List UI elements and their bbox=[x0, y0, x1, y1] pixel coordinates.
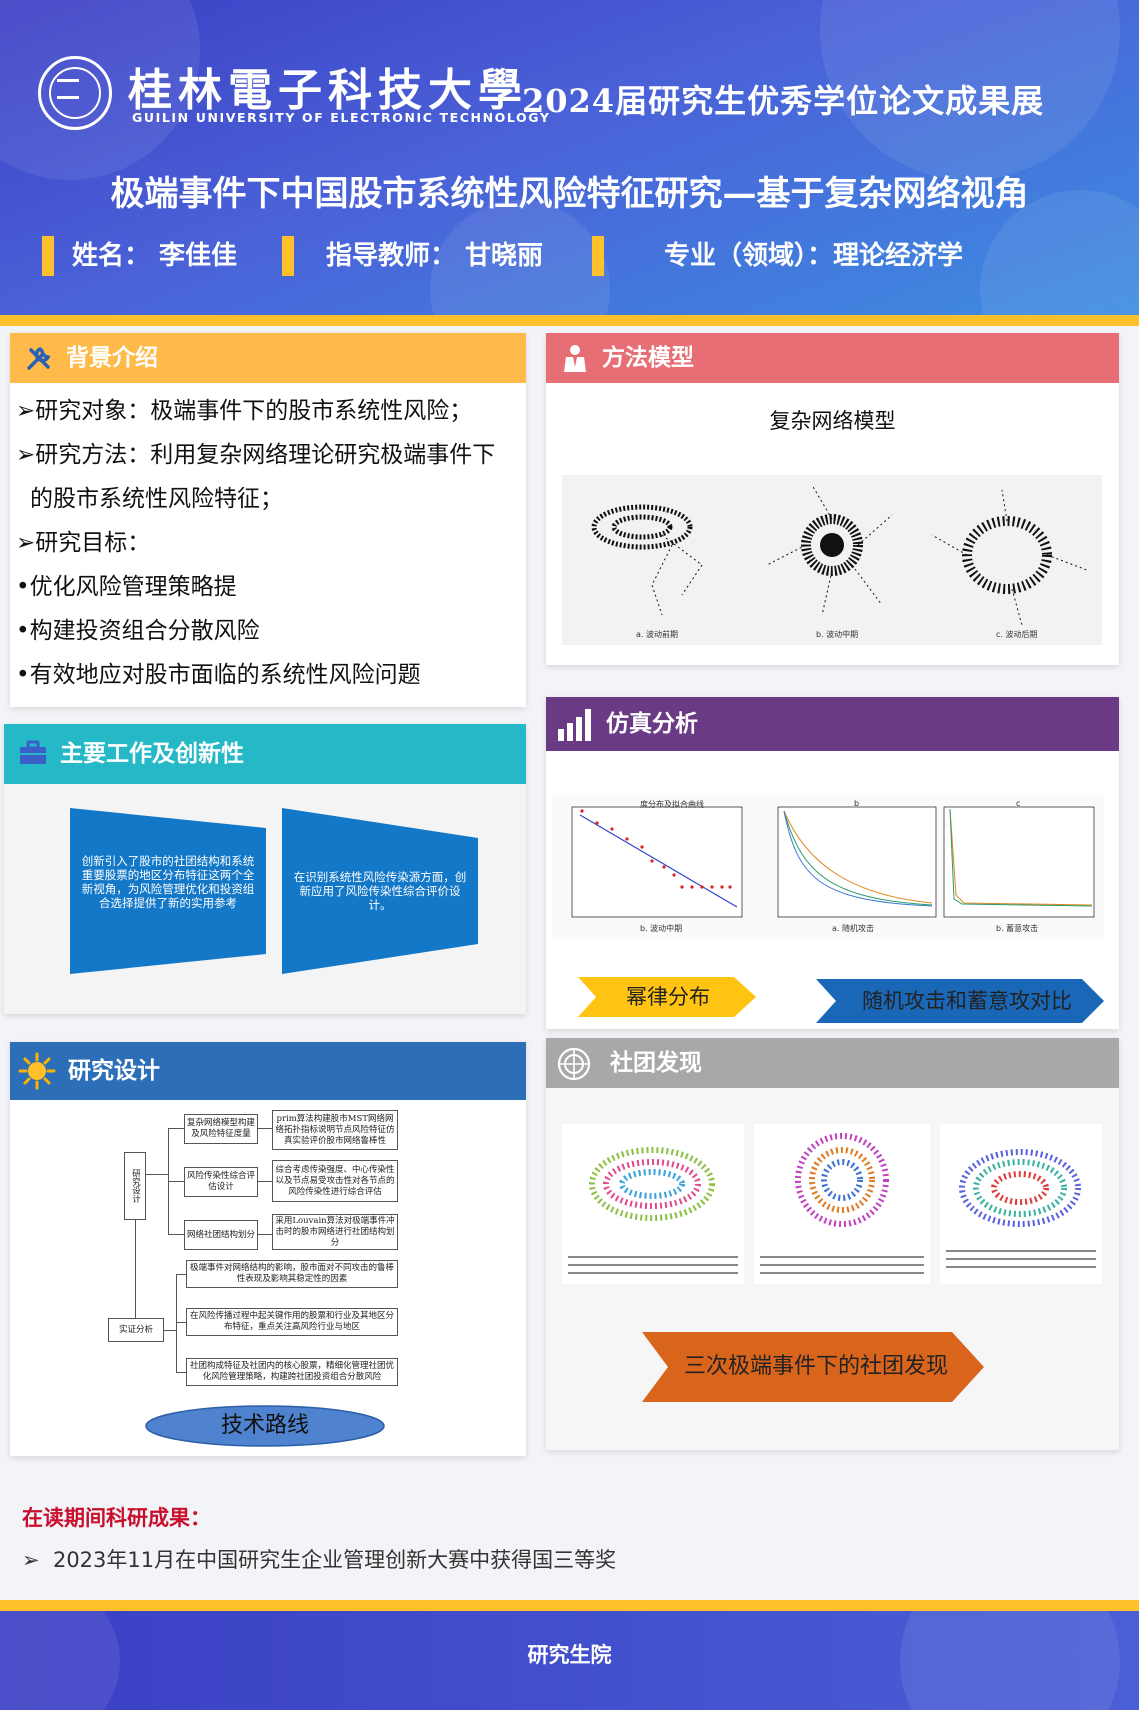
power-law-label: 幂律分布 bbox=[626, 985, 710, 1009]
person-icon bbox=[564, 345, 586, 372]
background-line: •构建投资组合分散风险 bbox=[16, 618, 260, 644]
chart-caption: b. 蓄意攻击 bbox=[996, 924, 1039, 933]
method-panel: 方法模型 复杂网络模型 a. 波动前期 b. 波动中期 c. 波动后期 bbox=[546, 333, 1119, 665]
chart-title: c bbox=[1016, 799, 1021, 808]
community-tag bbox=[642, 1332, 984, 1402]
community-title: 社团发现 bbox=[610, 1050, 702, 1076]
innovation-box-2 bbox=[282, 808, 478, 974]
university-logo bbox=[38, 56, 112, 130]
achievement-text: 2023年11月在中国研究生企业管理创新大赛中获得国三等奖 bbox=[52, 1548, 617, 1572]
chart-caption: a. 随机攻击 bbox=[832, 924, 874, 933]
info-divider bbox=[282, 236, 294, 276]
attack-compare-label: 随机攻击和蓄意攻对比 bbox=[862, 989, 1072, 1013]
poster-header: 桂林電子科技大學 GUILIN UNIVERSITY OF ELECTRONIC… bbox=[0, 0, 1139, 315]
simulation-charts: 度分布及拟合曲线 b c b. 波动中期 a. 随机攻击 b. 蓄意攻击 bbox=[552, 795, 1104, 937]
header-stripe bbox=[0, 315, 1139, 326]
thesis-title: 极端事件下中国股市系统性风险特征研究—基于复杂网络视角 bbox=[110, 174, 1029, 214]
simulation-title: 仿真分析 bbox=[606, 711, 698, 737]
flow-left-item: 风险传染性综合评估设计 bbox=[184, 1167, 258, 1197]
network-graphs bbox=[591, 484, 1088, 626]
flow-right-item: prim算法构建股市MST网络网络拓扑指标说明节点风险特征仿真实验评价股市网络鲁… bbox=[272, 1110, 398, 1150]
university-name-en: GUILIN UNIVERSITY OF ELECTRONIC TECHNOLO… bbox=[132, 110, 551, 125]
author-name: 姓名： 李佳佳 bbox=[72, 241, 238, 271]
research-design-header: 研究设计 bbox=[10, 1042, 526, 1100]
footer-text: 研究生院 bbox=[527, 1643, 612, 1667]
background-line: ➢研究目标： bbox=[16, 530, 151, 556]
innovation-text-1: 创新引入了股市的社团结构和系统重要股票的地区分布特征这两个全新视角，为风险管理优… bbox=[81, 854, 255, 910]
advisor-name: 指导教师： 甘晓丽 bbox=[326, 241, 544, 271]
community-header: 社团发现 bbox=[546, 1038, 1119, 1088]
network-caption: b. 波动中期 bbox=[816, 630, 859, 639]
innovation-text-2: 在识别系统性风险传染源方面，创新应用了风险传染性综合评价设计。 bbox=[293, 870, 467, 912]
background-line: ➢研究方法：利用复杂网络理论研究极端事件下 bbox=[16, 442, 496, 468]
network-caption: a. 波动前期 bbox=[636, 630, 678, 639]
method-title: 方法模型 bbox=[602, 345, 694, 371]
flow-empirical-item: 社团构成特征及社团内的核心股票，精细化管理社团优化风险管理策略，构建跨社团投资组… bbox=[186, 1358, 398, 1386]
flow-empirical: 实证分析 bbox=[108, 1318, 164, 1342]
research-design-panel: 研究设计 研究设计 复杂网络模型构建及风险特征度量 风险传染性综合评估设计 网络… bbox=[10, 1042, 526, 1456]
flow-empirical-item: 在风险传播过程中起关键作用的股票和行业及其地区分布特征，重点关注高风险行业与地区 bbox=[186, 1308, 398, 1336]
flow-left-item: 网络社团结构划分 bbox=[184, 1220, 258, 1250]
arrow-icon: ➢ bbox=[22, 1548, 53, 1572]
achievements-title: 在读期间科研成果： bbox=[22, 1506, 211, 1530]
info-divider bbox=[592, 236, 604, 276]
background-panel: 背景介绍 ➢研究对象：极端事件下的股市系统性风险； ➢研究方法：利用复杂网络理论… bbox=[10, 333, 526, 707]
method-header: 方法模型 bbox=[546, 333, 1119, 383]
simulation-panel: 仿真分析 度分布及拟合曲线 b c b. 波动中期 a. 随机攻击 b. 蓄 bbox=[546, 697, 1119, 1029]
tech-route-ellipse bbox=[145, 1405, 385, 1447]
simulation-header: 仿真分析 bbox=[546, 697, 1119, 751]
info-divider bbox=[42, 236, 54, 276]
network-caption: c. 波动后期 bbox=[996, 630, 1038, 639]
tech-route-flowchart: 研究设计 复杂网络模型构建及风险特征度量 风险传染性综合评估设计 网络社团结构划… bbox=[102, 1110, 438, 1386]
university-name-cn: 桂林電子科技大學 bbox=[128, 65, 528, 116]
wrench-icon bbox=[27, 346, 51, 370]
background-header: 背景介绍 bbox=[10, 333, 526, 383]
sun-icon bbox=[18, 1052, 56, 1090]
bar-chart-icon bbox=[558, 709, 591, 741]
exhibition-title: 2024届研究生优秀学位论文成果展 bbox=[522, 82, 1045, 120]
method-subtitle: 复杂网络模型 bbox=[769, 409, 896, 433]
chart-title: 度分布及拟合曲线 bbox=[640, 800, 704, 809]
flow-empirical-item: 极端事件对网络结构的影响，股市面对不同攻击的鲁棒性表现及影响其稳定性的因素 bbox=[186, 1260, 398, 1288]
briefcase-icon bbox=[20, 740, 46, 764]
community-panel: 社团发现 三次极端事件 bbox=[546, 1038, 1119, 1450]
tech-route-label: 技术路线 bbox=[220, 1413, 309, 1438]
power-law-tag bbox=[578, 977, 756, 1017]
community-figures bbox=[562, 1124, 1102, 1284]
flow-right-item: 综合考虑传染强度、中心传染性以及节点易受攻击性对各节点的风险传染性进行综合评估 bbox=[272, 1160, 398, 1202]
research-design-title: 研究设计 bbox=[68, 1058, 160, 1084]
background-line: ➢研究对象：极端事件下的股市系统性风险； bbox=[16, 398, 473, 424]
major-name: 专业（领域）：理论经济学 bbox=[664, 241, 964, 271]
innovation-box-1 bbox=[70, 808, 266, 974]
network-figure: a. 波动前期 b. 波动中期 c. 波动后期 bbox=[562, 475, 1102, 645]
community-networks bbox=[562, 1124, 1102, 1284]
globe-icon bbox=[557, 1047, 591, 1081]
attack-compare-tag bbox=[816, 979, 1104, 1023]
flow-root: 研究设计 bbox=[124, 1152, 146, 1220]
footer-stripe bbox=[0, 1600, 1139, 1611]
achievement-item: ➢ 2023年11月在中国研究生企业管理创新大赛中获得国三等奖 bbox=[22, 1544, 616, 1574]
poster-footer: 研究生院 bbox=[0, 1611, 1139, 1710]
background-line: 的股市系统性风险特征； bbox=[30, 486, 283, 512]
main-work-title: 主要工作及创新性 bbox=[60, 741, 244, 767]
background-line: •优化风险管理策略提 bbox=[16, 574, 237, 600]
background-line: •有效地应对股市面临的系统性风险问题 bbox=[16, 662, 421, 688]
main-work-panel: 主要工作及创新性 创新引入了股市的社团结构和系统重要股票的地区分布特征这两个全新… bbox=[4, 724, 526, 1014]
flow-left-item: 复杂网络模型构建及风险特征度量 bbox=[184, 1114, 258, 1144]
main-work-header: 主要工作及创新性 bbox=[4, 724, 526, 784]
chart-title: b bbox=[854, 799, 860, 808]
simulation-plots bbox=[571, 806, 1095, 918]
community-tag-label: 三次极端事件下的社团发现 bbox=[683, 1354, 948, 1379]
chart-caption: b. 波动中期 bbox=[640, 924, 683, 933]
background-title: 背景介绍 bbox=[66, 345, 158, 371]
flow-right-item: 采用Louvain算法对极端事件冲击时的股市网络进行社团结构划分 bbox=[272, 1214, 398, 1250]
